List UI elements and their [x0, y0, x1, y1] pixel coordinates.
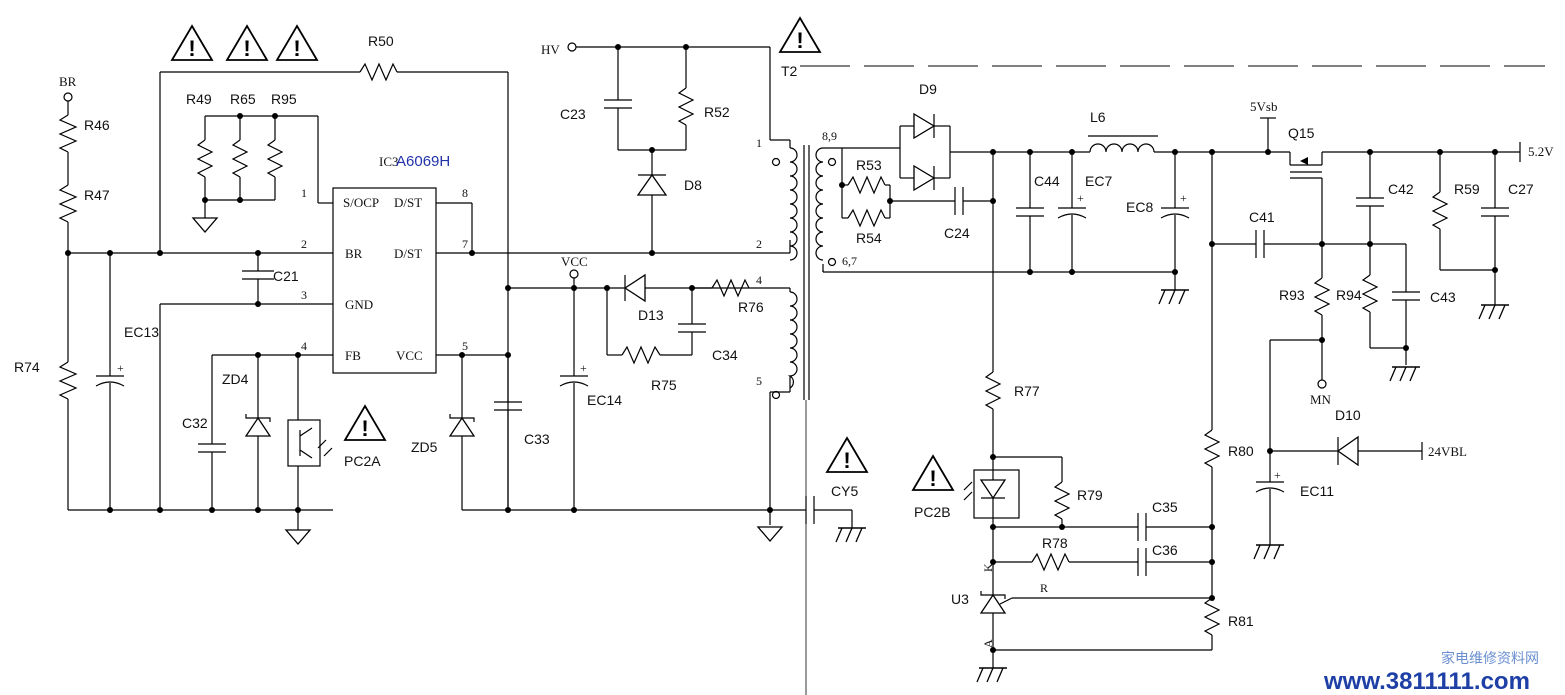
svg-text:5: 5 — [462, 339, 468, 353]
svg-text:1: 1 — [756, 136, 762, 150]
warning-icon — [171, 25, 213, 62]
svg-text:1: 1 — [301, 186, 307, 200]
svg-text:D/ST: D/ST — [394, 195, 422, 210]
svg-text:R74: R74 — [14, 359, 40, 375]
svg-text:C41: C41 — [1249, 209, 1275, 225]
svg-text:MN: MN — [1310, 392, 1332, 407]
svg-text:+: + — [1077, 191, 1084, 205]
svg-text:R59: R59 — [1454, 181, 1480, 197]
svg-text:+: + — [1180, 191, 1187, 205]
svg-text:R78: R78 — [1042, 535, 1068, 551]
svg-text:5.2V: 5.2V — [1528, 144, 1554, 159]
svg-text:U3: U3 — [951, 591, 969, 607]
svg-text:R65: R65 — [230, 91, 256, 107]
svg-text:+: + — [580, 361, 587, 375]
svg-text:R: R — [1040, 581, 1048, 595]
svg-text:R79: R79 — [1077, 487, 1103, 503]
svg-text:A: A — [981, 639, 995, 648]
svg-text:R80: R80 — [1228, 443, 1254, 459]
warning-icon — [226, 25, 268, 62]
svg-text:R52: R52 — [704, 104, 730, 120]
svg-text:24VBL: 24VBL — [1428, 444, 1467, 459]
svg-text:R93: R93 — [1279, 287, 1305, 303]
svg-text:L6: L6 — [1090, 109, 1106, 125]
svg-text:4: 4 — [756, 273, 762, 287]
svg-text:C32: C32 — [182, 415, 208, 431]
svg-text:EC8: EC8 — [1126, 199, 1153, 215]
svg-text:VCC: VCC — [396, 348, 423, 363]
svg-text:R46: R46 — [84, 117, 110, 133]
svg-text:ZD5: ZD5 — [411, 439, 438, 455]
svg-text:PC2A: PC2A — [344, 453, 381, 469]
svg-text:BR: BR — [345, 246, 363, 261]
svg-text:R53: R53 — [856, 157, 882, 173]
watermark-url: www.3811111.com — [1323, 668, 1530, 695]
svg-text:R54: R54 — [856, 230, 882, 246]
svg-text:S/OCP: S/OCP — [343, 195, 379, 210]
svg-text:C27: C27 — [1508, 181, 1534, 197]
svg-text:3: 3 — [301, 288, 307, 302]
svg-text:+: + — [117, 361, 124, 375]
svg-text:BR: BR — [59, 74, 77, 89]
svg-text:C24: C24 — [944, 225, 970, 241]
svg-text:ZD4: ZD4 — [222, 371, 249, 387]
warning-icon — [344, 405, 386, 442]
component-labels: BR R46 R47 R74 EC13 R50 R49 R65 R95 C21 … — [14, 33, 1554, 648]
svg-text:PC2B: PC2B — [914, 504, 951, 520]
svg-text:R50: R50 — [368, 33, 394, 49]
svg-text:8: 8 — [462, 186, 468, 200]
svg-text:D8: D8 — [684, 177, 702, 193]
svg-text:6,7: 6,7 — [842, 254, 857, 268]
svg-text:C43: C43 — [1430, 289, 1456, 305]
svg-text:K: K — [981, 563, 995, 572]
svg-text:R75: R75 — [651, 377, 677, 393]
svg-text:D/ST: D/ST — [394, 246, 422, 261]
svg-text:R81: R81 — [1228, 613, 1254, 629]
svg-text:5: 5 — [756, 374, 762, 388]
svg-text:EC13: EC13 — [124, 324, 159, 340]
warning-icon — [779, 17, 821, 54]
svg-text:C23: C23 — [560, 106, 586, 122]
svg-text:2: 2 — [756, 237, 762, 251]
svg-text:R95: R95 — [271, 91, 297, 107]
warning-icon — [276, 25, 318, 62]
svg-text:5Vsb: 5Vsb — [1250, 99, 1277, 114]
svg-text:C34: C34 — [712, 347, 738, 363]
svg-text:D9: D9 — [919, 81, 937, 97]
svg-text:R94: R94 — [1336, 287, 1362, 303]
svg-text:4: 4 — [301, 339, 307, 353]
svg-text:Q15: Q15 — [1288, 125, 1315, 141]
svg-text:7: 7 — [462, 237, 468, 251]
svg-text:R76: R76 — [738, 299, 764, 315]
svg-text:C21: C21 — [273, 268, 299, 284]
svg-text:C33: C33 — [524, 431, 550, 447]
svg-text:CY5: CY5 — [831, 483, 858, 499]
ic-ref: IC3 — [379, 154, 399, 169]
svg-text:HV: HV — [541, 42, 560, 57]
warning-icon — [912, 455, 954, 492]
svg-text:C42: C42 — [1388, 181, 1414, 197]
warning-icon — [826, 437, 868, 474]
svg-text:GND: GND — [345, 297, 373, 312]
svg-text:EC14: EC14 — [587, 392, 622, 408]
svg-text:D13: D13 — [638, 307, 664, 323]
svg-text:EC11: EC11 — [1300, 483, 1334, 499]
svg-text:D10: D10 — [1335, 407, 1361, 423]
svg-text:FB: FB — [345, 348, 361, 363]
watermark-site: 家电维修资料网 — [1441, 650, 1539, 666]
svg-text:8,9: 8,9 — [822, 129, 837, 143]
svg-text:R49: R49 — [186, 91, 212, 107]
svg-text:R77: R77 — [1014, 383, 1040, 399]
svg-text:2: 2 — [301, 237, 307, 251]
svg-text:C35: C35 — [1152, 499, 1178, 515]
svg-text:C36: C36 — [1152, 542, 1178, 558]
ic-part-number: A6069H — [396, 153, 450, 170]
svg-text:EC7: EC7 — [1085, 173, 1112, 189]
svg-text:C44: C44 — [1034, 173, 1060, 189]
svg-text:R47: R47 — [84, 187, 110, 203]
svg-text:+: + — [1274, 468, 1281, 482]
svg-text:VCC: VCC — [561, 254, 588, 269]
svg-text:T2: T2 — [781, 63, 798, 79]
